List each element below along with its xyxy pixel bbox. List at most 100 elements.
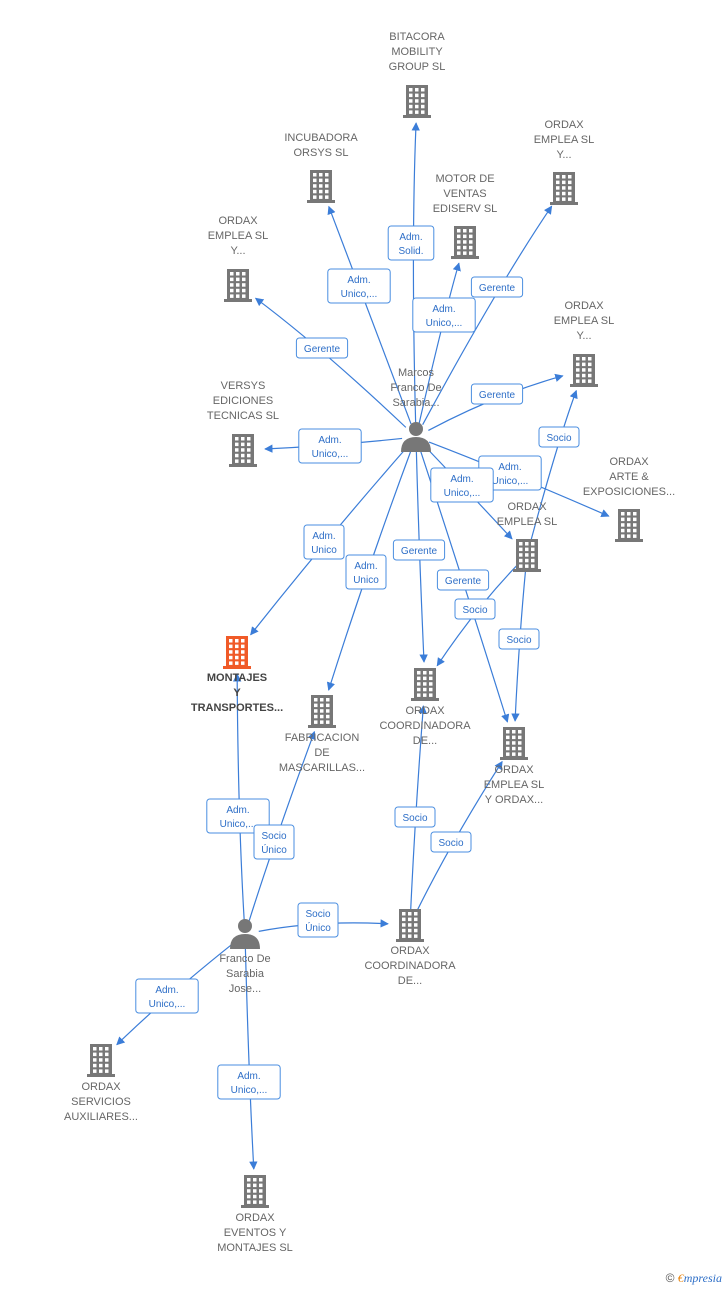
relationship-label[interactable]: Adm. Unico,... <box>327 268 391 304</box>
node-label: DE <box>314 747 329 759</box>
relationship-label-box <box>392 539 446 561</box>
relationship-edge <box>422 205 553 425</box>
relationship-label-text: Adm. <box>347 275 370 286</box>
building-icon <box>224 269 252 302</box>
node-label: VENTAS <box>443 188 486 200</box>
relationship-label[interactable]: Socio <box>538 426 580 448</box>
relationship-label[interactable]: Adm.Unico,... <box>217 1064 281 1100</box>
node-ordax_coord_mid[interactable]: ORDAXCOORDINADORADE... <box>379 668 471 747</box>
relationship-label-box <box>298 428 362 464</box>
relationship-label[interactable]: Adm.Unico,... <box>430 467 494 503</box>
node-ordax_servicios[interactable]: ORDAXSERVICIOSAUXILIARES... <box>64 1044 138 1123</box>
relationship-label-text: Unico <box>311 545 337 556</box>
relationship-label[interactable]: Gerente <box>392 539 446 561</box>
node-label: Sarabia <box>226 968 265 980</box>
node-label: COORDINADORA <box>364 960 456 972</box>
node-fabricacion[interactable]: FABRICACIONDEMASCARILLAS... <box>279 695 365 774</box>
copyright-symbol: © <box>665 1271 675 1285</box>
node-label: ORDAX <box>405 705 445 717</box>
relationship-label[interactable]: Socio <box>394 806 436 828</box>
relationship-label-text: Socio <box>462 605 487 616</box>
relationship-label-text: Único <box>305 921 331 934</box>
relationship-label-box <box>387 225 435 261</box>
node-label: ORDAX <box>235 1212 275 1224</box>
node-label: Y... <box>556 149 571 161</box>
relationship-edge <box>530 389 578 542</box>
node-label: EXPOSICIONES... <box>583 486 675 498</box>
relationship-label-text: Unico,... <box>341 289 378 300</box>
node-franco[interactable]: Franco DeSarabiaJose... <box>219 919 271 995</box>
relationship-label-text: Socio <box>402 813 427 824</box>
relationship-label[interactable]: Adm.Unico,... <box>412 297 476 333</box>
footer-brand[interactable]: © €mpresia <box>666 1271 722 1286</box>
node-label: MOTOR DE <box>435 173 494 185</box>
relationship-label-text: Adm. <box>155 985 178 996</box>
relationship-label-text: Gerente <box>479 283 516 294</box>
person-icon <box>401 422 431 452</box>
building-icon <box>308 695 336 728</box>
relationship-label[interactable]: Gerente <box>295 337 349 359</box>
node-label: Sarabia... <box>392 397 439 409</box>
node-motor[interactable]: MOTOR DE VENTAS EDISERV SL <box>433 173 498 259</box>
relationship-label-text: Socio <box>305 909 330 920</box>
building-icon <box>570 354 598 387</box>
node-label: EMPLEA SL <box>497 516 558 528</box>
node-label: EDISERV SL <box>433 203 498 215</box>
relationship-label[interactable]: Adm.Unico,... <box>206 798 270 834</box>
relationship-label-box <box>297 902 339 938</box>
relationship-label-text: Adm. <box>354 561 377 572</box>
node-label: MASCARILLAS... <box>279 762 365 774</box>
building-icon <box>87 1044 115 1077</box>
node-label: EMPLEA SL <box>484 779 545 791</box>
relationship-label-box <box>345 554 387 590</box>
node-label: ORDAX <box>564 300 604 312</box>
relationship-label-text: Adm. <box>226 805 249 816</box>
relationship-label[interactable]: Socio <box>498 628 540 650</box>
relationship-label-box <box>394 806 436 828</box>
node-label: DE... <box>398 975 422 987</box>
relationship-label[interactable]: Adm.Solid. <box>387 225 435 261</box>
node-ordax_coord_low[interactable]: ORDAXCOORDINADORADE... <box>364 909 456 987</box>
node-label: ARTE & <box>609 471 649 483</box>
relationship-label[interactable]: Socio <box>430 831 472 853</box>
node-label: Y ORDAX... <box>485 794 543 806</box>
relationship-label-box <box>295 337 349 359</box>
node-label: MONTAJES SL <box>217 1242 293 1254</box>
relationship-label-text: Gerente <box>445 576 482 587</box>
relationship-label-box <box>470 383 524 405</box>
relationship-label-box <box>498 628 540 650</box>
relationship-label[interactable]: Gerente <box>470 276 524 298</box>
relationship-label[interactable]: Adm.Unico <box>345 554 387 590</box>
relationship-label[interactable]: Adm.Unico <box>303 524 345 560</box>
relationship-label-text: Adm. <box>498 462 521 473</box>
node-label: Y <box>233 687 241 699</box>
relationship-label[interactable]: Socio <box>454 598 496 620</box>
relationship-edge <box>254 297 407 428</box>
relationship-label[interactable]: Adm.Unico,... <box>135 978 199 1014</box>
relationship-label[interactable]: Adm.Unico,... <box>298 428 362 464</box>
node-label: DE... <box>413 735 437 747</box>
relationship-label[interactable]: Gerente <box>436 569 490 591</box>
node-label: Y... <box>576 330 591 342</box>
building-icon <box>229 434 257 467</box>
building-icon <box>396 909 424 942</box>
node-label: AUXILIARES... <box>64 1111 138 1123</box>
relationship-label[interactable]: Gerente <box>470 383 524 405</box>
node-montajes[interactable]: MONTAJESYTRANSPORTES... <box>191 636 283 714</box>
brand-logo-e: € <box>677 1271 684 1285</box>
